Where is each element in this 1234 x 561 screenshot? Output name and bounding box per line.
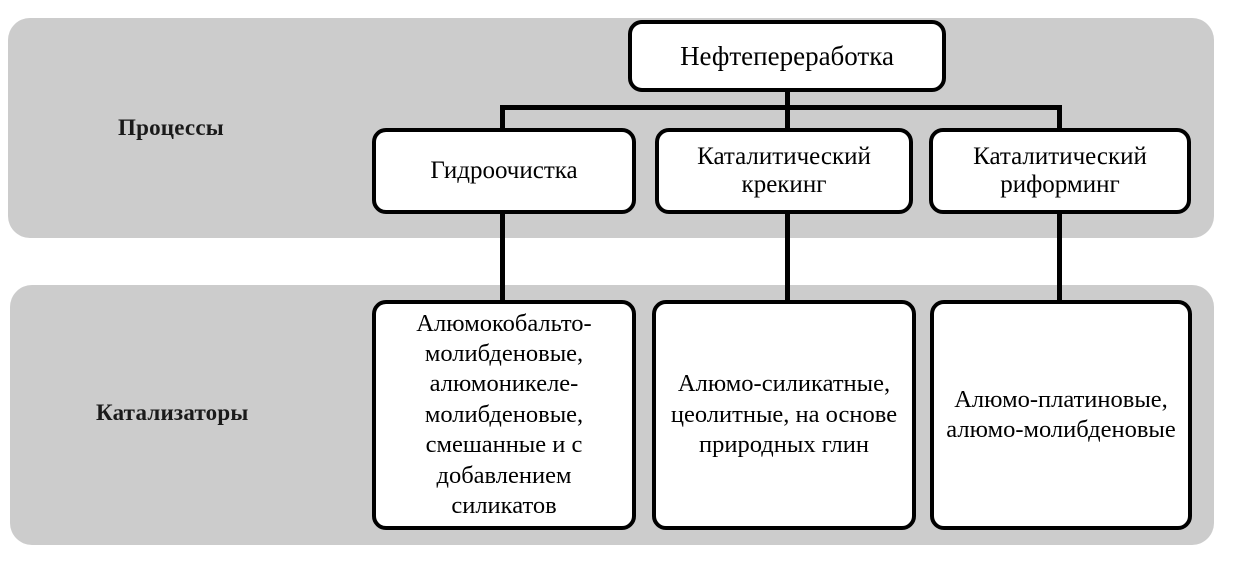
node-process-hydrotreating[interactable]: Гидроочистка bbox=[372, 128, 636, 214]
connector-cracking-to-catalyst bbox=[785, 210, 790, 303]
node-catalyst-hydrotreating[interactable]: Алюмокобальто-молибденовые, алюмоникеле-… bbox=[372, 300, 636, 530]
node-oil-refining-label: Нефтепереработка bbox=[680, 40, 894, 71]
node-process-catalytic-reforming[interactable]: Каталитический риформинг bbox=[929, 128, 1191, 214]
node-catalyst-cracking-label: Алюмо-силикатные, цеолитные, на основе п… bbox=[670, 370, 898, 459]
node-catalyst-cracking[interactable]: Алюмо-силикатные, цеолитные, на основе п… bbox=[652, 300, 916, 530]
node-process-catalytic-cracking[interactable]: Каталитический крекинг bbox=[655, 128, 913, 214]
connector-reforming-to-catalyst bbox=[1057, 210, 1062, 303]
connector-root-bar bbox=[500, 105, 1062, 110]
connector-root-to-reforming bbox=[1057, 105, 1062, 133]
connector-hydro-to-catalyst bbox=[500, 210, 505, 303]
node-oil-refining[interactable]: Нефтепереработка bbox=[628, 20, 946, 92]
connector-root-to-cracking bbox=[785, 105, 790, 133]
row-label-processes: Процессы bbox=[118, 115, 224, 140]
node-process-catalytic-cracking-label: Каталитический крекинг bbox=[697, 142, 871, 199]
connector-root-stem bbox=[785, 88, 790, 110]
row-label-catalysts: Катализаторы bbox=[96, 400, 249, 425]
node-catalyst-reforming[interactable]: Алюмо-платиновые, алюмо-молибденовые bbox=[930, 300, 1192, 530]
node-catalyst-reforming-label: Алюмо-платиновые, алюмо-молибденовые bbox=[946, 385, 1176, 443]
connector-root-to-hydro bbox=[500, 105, 505, 133]
node-process-catalytic-reforming-label: Каталитический риформинг bbox=[973, 142, 1147, 199]
node-catalyst-hydrotreating-label: Алюмокобальто-молибденовые, алюмоникеле-… bbox=[416, 309, 592, 519]
node-process-hydrotreating-label: Гидроочистка bbox=[430, 156, 578, 184]
